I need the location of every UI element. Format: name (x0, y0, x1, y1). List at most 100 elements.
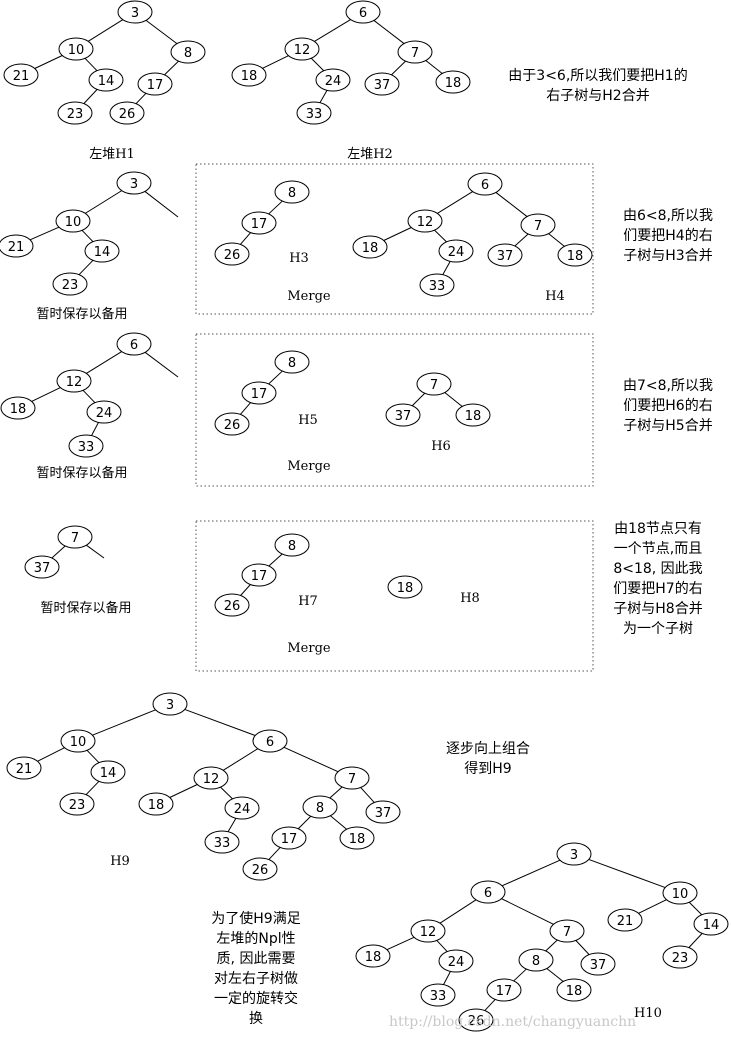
node-ellipse (364, 72, 400, 96)
node-key: 8 (316, 801, 324, 816)
diagram-label: 暂时保存以备用 (40, 600, 131, 616)
tree-edge (268, 200, 283, 215)
node-ellipse (296, 101, 332, 125)
node-key: 12 (294, 43, 311, 58)
note-line: 8<18, 因此我 (613, 561, 703, 577)
node-ellipse (152, 692, 188, 716)
tree-node: 12 (410, 919, 446, 943)
node-ellipse (88, 68, 124, 92)
tree-node: 26 (109, 101, 145, 125)
node-key: 8 (288, 186, 296, 201)
node-key: 37 (375, 806, 392, 821)
tree-saved-3: 737 (24, 525, 105, 579)
tree-node: 24 (438, 949, 474, 973)
tree-node: 7 (549, 919, 585, 943)
node-ellipse (59, 792, 95, 816)
note-line: 左堆的Npl性 (216, 931, 296, 947)
node-ellipse (0, 396, 36, 420)
node-ellipse (416, 372, 452, 396)
node-key: 8 (532, 954, 540, 969)
node-key: 23 (67, 107, 84, 122)
note-line: 对左右子树做 (214, 971, 298, 987)
diagram-label: Merge (287, 641, 331, 656)
tree-edge (436, 940, 448, 952)
node-ellipse (214, 593, 250, 617)
tree-edge (86, 351, 122, 374)
node-ellipse (84, 239, 120, 263)
tree-node: 24 (315, 68, 351, 92)
tree-edge (220, 786, 233, 800)
note-line: 由6<8,所以我 (623, 208, 713, 224)
node-key: 7 (411, 46, 419, 61)
tree-node: 17 (241, 381, 277, 405)
node-ellipse (6, 756, 42, 780)
note-line: 得到H9 (464, 761, 512, 777)
tree-node: 14 (84, 239, 120, 263)
tree-edge (268, 370, 283, 385)
tree-node: 33 (420, 983, 456, 1007)
node-ellipse (355, 944, 391, 968)
tree-node: 3 (116, 171, 152, 195)
tree-H8: 18 (387, 575, 423, 599)
node-key: 8 (288, 539, 296, 554)
explanation-note-3: 由7<8,所以我们要把H6的右子树与H5合并 (623, 376, 713, 436)
tree-node: 8 (274, 350, 310, 374)
tree-node: 10 (58, 37, 94, 61)
tree-node: 6 (345, 0, 381, 24)
watermark: http://blog.csdn.net/changyuanchn (389, 1014, 637, 1030)
node-key: 21 (13, 69, 30, 84)
node-key: 3 (131, 6, 139, 21)
node-ellipse (55, 209, 91, 233)
node-ellipse (116, 171, 152, 195)
tree-edge (373, 20, 405, 44)
tree-edge (84, 190, 123, 214)
diagram-label: H4 (545, 289, 565, 304)
tree-node: 24 (224, 796, 260, 820)
tree-node: 21 (3, 63, 39, 87)
tree-node: 26 (458, 1008, 494, 1032)
node-ellipse (302, 795, 338, 819)
node-key: 26 (224, 248, 241, 263)
node-ellipse (520, 213, 556, 237)
node-key: 26 (252, 863, 269, 878)
note-line: 为一个子树 (623, 621, 693, 637)
node-key: 18 (567, 249, 584, 264)
node-key: 21 (16, 762, 33, 777)
node-ellipse (339, 826, 375, 850)
tree-node: 37 (385, 403, 421, 427)
tree-edge (545, 939, 558, 952)
tree-edge (81, 229, 94, 243)
explanation-note-1: 由于3<6,所以我们要把H1的右子树与H2合并 (508, 66, 687, 106)
tree-edge (386, 936, 415, 951)
tree-node: 3 (152, 692, 188, 716)
node-ellipse (60, 729, 96, 753)
node-key: 17 (251, 569, 268, 584)
tree-edge (92, 709, 156, 736)
node-ellipse (334, 766, 370, 790)
tree-edge (87, 19, 124, 42)
node-key: 17 (251, 387, 268, 402)
node-key: 6 (481, 178, 489, 193)
tree-edge (34, 55, 63, 69)
node-ellipse (345, 0, 381, 24)
node-key: 21 (8, 240, 25, 255)
node-key: 7 (430, 378, 438, 393)
node-key: 6 (484, 886, 492, 901)
tree-node: 18 (0, 396, 36, 420)
tree-edge (514, 233, 529, 247)
tree-edge (501, 859, 561, 887)
tree-node: 6 (252, 729, 288, 753)
node-key: 18 (10, 402, 27, 417)
tree-edge (383, 227, 412, 241)
note-line: 们要把H6的右 (623, 398, 713, 414)
merge-box-2 (195, 333, 594, 487)
tree-edge (434, 229, 447, 243)
tree-node: 18 (352, 235, 388, 259)
node-ellipse (214, 412, 250, 436)
node-ellipse (486, 978, 522, 1002)
tree-node: 8 (274, 533, 310, 557)
